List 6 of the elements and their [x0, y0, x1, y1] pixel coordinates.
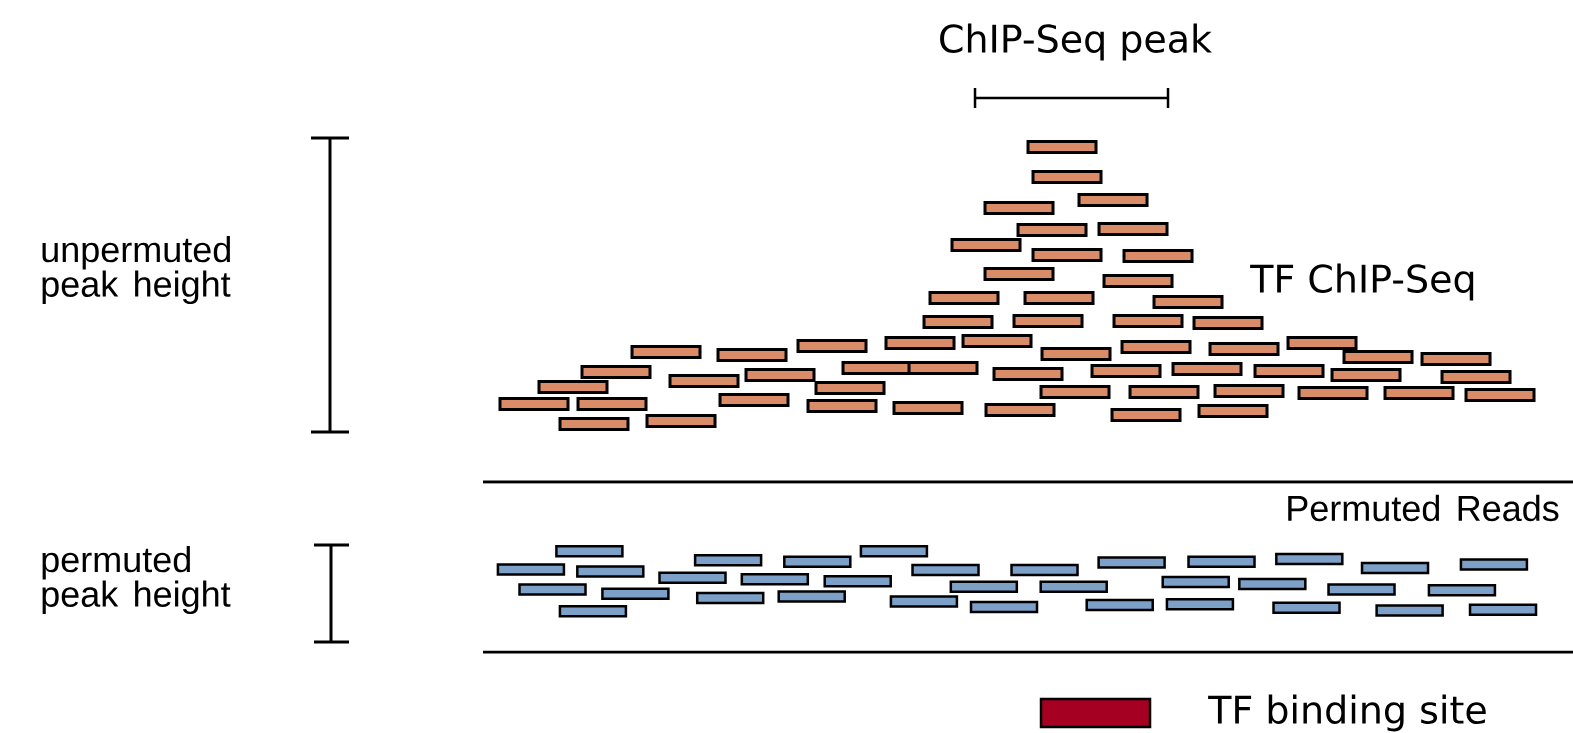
legend-label: TF binding site	[1208, 694, 1486, 732]
text-label: Permuted Reads	[1288, 494, 1559, 522]
text-label: permuted peak height	[42, 545, 231, 615]
text-label: TF ChIP-Seq	[1250, 263, 1474, 301]
text-label: ChIP-Seq peak	[940, 23, 1212, 61]
text-label: unpermuted peak height	[42, 235, 231, 305]
